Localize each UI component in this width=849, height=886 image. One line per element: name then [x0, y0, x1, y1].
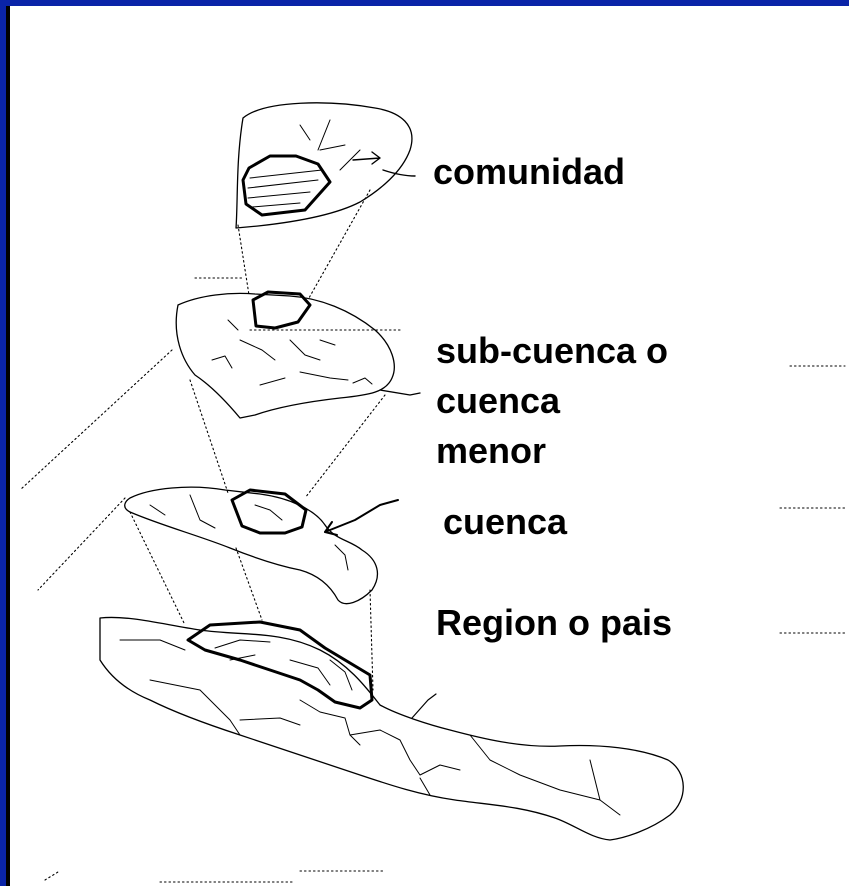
- label-sub-cuenca: sub-cuenca o cuenca menor: [436, 326, 668, 476]
- label-sub-cuenca-line-1: sub-cuenca o: [436, 330, 669, 371]
- region-map: [99, 616, 684, 841]
- comunidad-map: [235, 102, 416, 229]
- label-sub-cuenca-line-2: cuenca: [436, 380, 561, 421]
- label-sub-cuenca-line-3: menor: [436, 430, 547, 471]
- label-cuenca: cuenca: [443, 501, 568, 542]
- projection-lines-1: [194, 189, 371, 299]
- cuenca-map: [124, 486, 399, 605]
- leader-dots: [44, 329, 846, 883]
- label-comunidad: comunidad: [433, 151, 626, 192]
- sub-cuenca-map: [175, 290, 421, 419]
- label-region-o-pais: Region o pais: [436, 602, 673, 643]
- projection-lines-3: [129, 511, 374, 691]
- projection-lines-2: [19, 349, 386, 591]
